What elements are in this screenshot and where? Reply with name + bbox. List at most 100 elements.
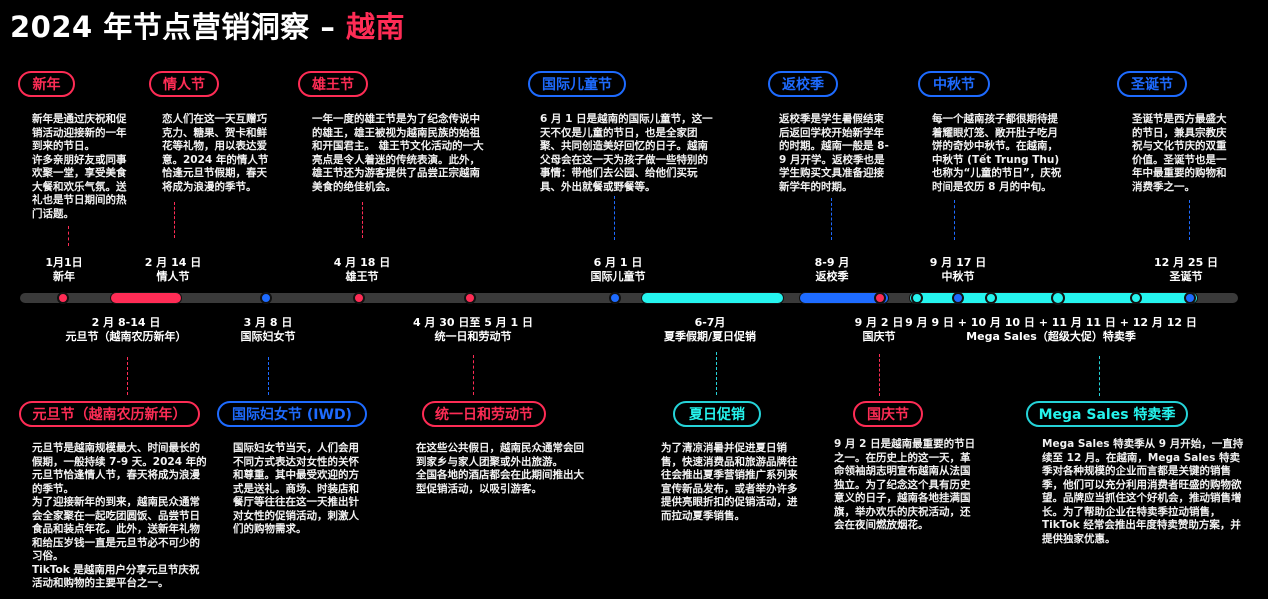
- desc-mid-autumn-p1: 每一个越南孩子都很期待提着耀眼灯笼、敞开肚子吃月饼的奇妙中秋节。在越南，中秋节 …: [932, 113, 1062, 193]
- pill-mid-autumn: 中秋节: [918, 71, 990, 97]
- page-title: 2024 年节点营销洞察 – 越南: [10, 4, 405, 46]
- label-hung-kings-date: 4 月 18 日: [333, 256, 391, 269]
- label-national-day-date: 9 月 2 日: [854, 316, 904, 329]
- label-tet-name: 元旦节（越南农历新年）: [65, 330, 187, 343]
- label-summer: 6-7月 夏季假期/夏日促销: [664, 316, 756, 344]
- label-christmas-name: 圣诞节: [1169, 270, 1203, 283]
- label-new-year-name: 新年: [53, 270, 75, 283]
- connector-back-to-school: [831, 198, 832, 240]
- label-new-year-date: 1月1日: [45, 256, 83, 269]
- desc-national-day-p1: 9 月 2 日是越南最重要的节日之一。在历史上的这一天，革命领袖胡志明宣布越南从…: [834, 438, 976, 531]
- connector-christmas: [1189, 200, 1190, 240]
- label-womens-day: 3 月 8 日 国际妇女节: [241, 316, 296, 344]
- connector-valentine: [174, 202, 175, 238]
- label-valentine: 2 月 14 日 情人节: [145, 256, 201, 284]
- desc-back-to-school: 返校季是学生暑假结束后返回学校开始新学年的时期。越南一般是 8-9 月开学。返校…: [779, 113, 891, 194]
- desc-new-year-p2: 许多亲朋好友或同事欢聚一堂，享受美食大餐和欢乐气氛。送礼也是节日期间的热门话题。: [32, 153, 127, 220]
- pill-christmas: 圣诞节: [1117, 71, 1187, 97]
- marker-mega-11-11: [1051, 291, 1065, 305]
- label-reunification: 4 月 30 日至 5 月 1 日 统一日和劳动节: [413, 316, 533, 344]
- pill-national-day: 国庆节: [853, 401, 923, 427]
- marker-national-day: [874, 292, 886, 304]
- pill-hung-kings: 雄王节: [298, 71, 368, 97]
- desc-mega-sales-p1: Mega Sales 特卖季从 9 月开始，一直持续至 12 月。在越南，Meg…: [1042, 438, 1244, 545]
- label-new-year: 1月1日 新年: [45, 256, 82, 284]
- label-christmas-date: 12 月 25 日: [1153, 256, 1219, 269]
- label-tet: 2 月 8-14 日 元旦节（越南农历新年）: [66, 316, 187, 344]
- desc-hung-kings: 一年一度的雄王节是为了纪念传说中的雄王，雄王被视为越南民族的始祖和开国君主。 雄…: [312, 113, 490, 194]
- connector-womens-day: [268, 357, 269, 395]
- desc-womens-day: 国际妇女节当天，人们会用不同方式表达对女性的关怀和尊重。其中最受欢迎的方式是送礼…: [233, 442, 363, 537]
- segment-summer: [641, 292, 784, 304]
- desc-tet-p2: 为了迎接新年的到来，越南民众通常会全家聚在一起吃团圆饭、品尝节日食品和装点年花。…: [32, 496, 200, 562]
- desc-tet-p3: TikTok 是越南用户分享元旦节庆祝活动和购物的主要平台之一。: [32, 563, 200, 590]
- desc-tet-p1: 元旦节是越南规模最大、时间最长的假期，一般持续 7-9 天。2024 年的元旦节…: [32, 442, 207, 495]
- marker-new-year: [57, 292, 69, 304]
- label-womens-day-date: 3 月 8 日: [243, 316, 293, 329]
- label-mega-sales-date: 9 月 9 日 + 10 月 10 日 + 11 月 11 日 + 12 月 1…: [905, 316, 1197, 329]
- label-mega-sales: 9 月 9 日 + 10 月 10 日 + 11 月 11 日 + 12 月 1…: [905, 316, 1197, 344]
- connector-reunification: [473, 355, 474, 395]
- label-mid-autumn-name: 中秋节: [941, 270, 975, 283]
- segment-tet: [110, 292, 182, 304]
- pill-tet: 元旦节（越南农历新年）: [19, 401, 200, 427]
- label-back-to-school-name: 返校季: [815, 270, 849, 283]
- pill-reunification: 统一日和劳动节: [422, 401, 546, 427]
- marker-mega-9-9: [911, 292, 923, 304]
- marker-hung-kings: [353, 292, 365, 304]
- connector-summer: [716, 352, 717, 395]
- desc-christmas-p1: 圣诞节是西方最盛大的节日，兼具宗教庆祝与文化节庆的双重价值。圣诞节也是一年中最重…: [1132, 113, 1227, 193]
- desc-back-to-school-p1: 返校季是学生暑假结束后返回学校开始新学年的时期。越南一般是 8-9 月开学。返校…: [779, 113, 889, 193]
- label-mid-autumn-date: 9 月 17 日: [929, 256, 987, 269]
- desc-hung-kings-p1: 一年一度的雄王节是为了纪念传说中的雄王，雄王被视为越南民族的始祖和开国君主。 雄…: [312, 113, 484, 193]
- marker-christmas: [1184, 292, 1196, 304]
- desc-childrens-day: 6 月 1 日是越南的国际儿童节，这一天不仅是儿童的节日，也是全家团聚、共同创造…: [540, 113, 715, 194]
- label-national-day-name: 国庆节: [862, 330, 896, 343]
- connector-childrens-day: [614, 196, 615, 240]
- timeline-track: [20, 293, 1238, 303]
- label-valentine-name: 情人节: [156, 270, 190, 283]
- desc-childrens-day-p1: 6 月 1 日是越南的国际儿童节，这一天不仅是儿童的节日，也是全家团聚、共同创造…: [540, 113, 713, 193]
- marker-mid-autumn: [952, 292, 964, 304]
- label-womens-day-name: 国际妇女节: [240, 330, 296, 343]
- desc-christmas: 圣诞节是西方最盛大的节日，兼具宗教庆祝与文化节庆的双重价值。圣诞节也是一年中最重…: [1132, 113, 1230, 194]
- marker-reunification: [464, 292, 476, 304]
- desc-womens-day-p1: 国际妇女节当天，人们会用不同方式表达对女性的关怀和尊重。其中最受欢迎的方式是送礼…: [233, 442, 359, 535]
- marker-mega-12-12: [1130, 292, 1142, 304]
- pill-womens-day: 国际妇女节 (IWD): [217, 401, 367, 427]
- connector-tet: [127, 357, 128, 395]
- label-hung-kings: 4 月 18 日 雄王节: [334, 256, 390, 284]
- label-childrens-day-name: 国际儿童节: [590, 270, 646, 283]
- desc-summer-sale-p1: 为了清凉消暑并促进夏日销售，快速消费品和旅游品牌往往会推出夏季营销推广系列来宣传…: [661, 442, 798, 522]
- desc-valentine: 恋人们在这一天互赠巧克力、糖果、贺卡和鲜花等礼物，用以表达爱意。2024 年的情…: [162, 113, 272, 194]
- desc-tet: 元旦节是越南规模最大、时间最长的假期，一般持续 7-9 天。2024 年的元旦节…: [32, 442, 207, 591]
- label-mega-sales-name: Mega Sales（超级大促）特卖季: [966, 330, 1136, 343]
- title-main: 2024 年节点营销洞察 –: [10, 10, 347, 44]
- desc-mid-autumn: 每一个越南孩子都很期待提着耀眼灯笼、敞开肚子吃月饼的奇妙中秋节。在越南，中秋节 …: [932, 113, 1066, 194]
- pill-new-year: 新年: [18, 71, 75, 97]
- desc-national-day: 9 月 2 日是越南最重要的节日之一。在历史上的这一天，革命领袖胡志明宣布越南从…: [834, 438, 979, 533]
- label-national-day: 9 月 2 日 国庆节: [855, 316, 904, 344]
- connector-mega-sales: [1099, 356, 1100, 396]
- marker-womens-day: [260, 292, 272, 304]
- label-christmas: 12 月 25 日 圣诞节: [1154, 256, 1218, 284]
- segment-back-to-school: [799, 292, 889, 304]
- desc-reunification-p2: 全国各地的酒店都会在此期间推出大型促销活动，以吸引游客。: [416, 469, 584, 495]
- pill-valentine: 情人节: [149, 71, 219, 97]
- pill-mega-sales: Mega Sales 特卖季: [1026, 401, 1188, 427]
- label-childrens-day: 6 月 1 日 国际儿童节: [591, 256, 646, 284]
- label-mid-autumn: 9 月 17 日 中秋节: [930, 256, 986, 284]
- connector-national-day: [879, 354, 880, 396]
- label-valentine-date: 2 月 14 日: [144, 256, 202, 269]
- label-back-to-school: 8-9 月 返校季: [815, 256, 850, 284]
- desc-summer-sale: 为了清凉消暑并促进夏日销售，快速消费品和旅游品牌往往会推出夏季营销推广系列来宣传…: [661, 442, 806, 523]
- label-back-to-school-date: 8-9 月: [814, 256, 850, 269]
- label-tet-date: 2 月 8-14 日: [91, 316, 161, 329]
- desc-mega-sales: Mega Sales 特卖季从 9 月开始，一直持续至 12 月。在越南，Meg…: [1042, 438, 1244, 546]
- label-hung-kings-name: 雄王节: [345, 270, 379, 283]
- pill-back-to-school: 返校季: [768, 71, 838, 97]
- desc-reunification-p1: 在这些公共假日，越南民众通常会回到家乡与家人团聚或外出旅游。: [416, 442, 584, 468]
- title-accent: 越南: [346, 10, 406, 44]
- connector-mid-autumn: [954, 200, 955, 240]
- label-childrens-day-date: 6 月 1 日: [593, 256, 643, 269]
